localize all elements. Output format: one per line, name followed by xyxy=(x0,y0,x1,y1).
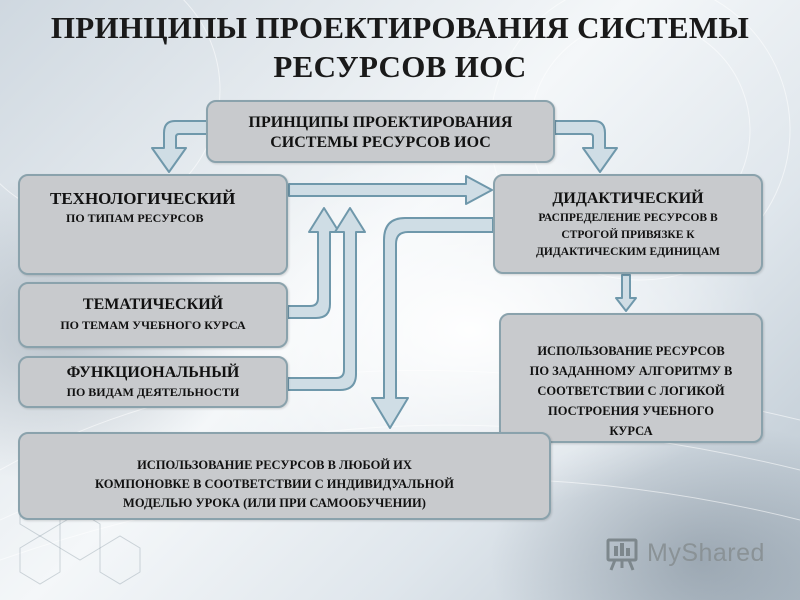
functional-subtitle: ПО ВИДАМ ДЕЯТЕЛЬНОСТИ xyxy=(66,385,240,399)
logo-text: MyShared xyxy=(647,539,765,567)
didactic-line-2: СТРОГОЙ ПРИВЯЗКЕ К xyxy=(561,229,695,241)
arrow-functional-up xyxy=(287,207,366,391)
slide-title-line-2: РЕСУРСОВ ИОС xyxy=(273,49,527,84)
technological-subtitle: ПО ТИПАМ РЕСУРСОВ xyxy=(66,211,204,225)
slide-title-line-1: ПРИНЦИПЫ ПРОЕКТИРОВАНИЯ СИСТЕМЫ xyxy=(50,10,750,45)
thematic-title: ТЕМАТИЧЕСКИЙ xyxy=(82,296,224,313)
myshared-logo[interactable]: MyShared xyxy=(605,535,775,575)
algorithm-use-line-1: ИСПОЛЬЗОВАНИЕ РЕСУРСОВ xyxy=(537,344,725,358)
root-principles-box: ПРИНЦИПЫ ПРОЕКТИРОВАНИЯ СИСТЕМЫ РЕСУРСОВ… xyxy=(206,100,555,163)
didactic-line-3: ДИДАКТИЧЕСКИМ ЕДИНИЦАМ xyxy=(536,246,720,258)
slide-title: ПРИНЦИПЫ ПРОЕКТИРОВАНИЯ СИСТЕМЫ РЕСУРСОВ… xyxy=(0,8,800,86)
algorithm-use-line-2: ПО ЗАДАННОМУ АЛГОРИТМУ В xyxy=(529,364,733,378)
didactic-principle-box: ДИДАКТИЧЕСКИЙ РАСПРЕДЕЛЕНИЕ РЕСУРСОВ В С… xyxy=(493,174,763,274)
root-principles-line-2: СИСТЕМЫ РЕСУРСОВ ИОС xyxy=(270,134,491,151)
presentation-board-icon xyxy=(606,538,638,571)
algorithm-use-line-4: ПОСТРОЕНИЯ УЧЕБНОГО xyxy=(548,404,714,418)
technological-principle-box: ТЕХНОЛОГИЧЕСКИЙ ПО ТИПАМ РЕСУРСОВ xyxy=(18,174,288,275)
functional-title: ФУНКЦИОНАЛЬНЫЙ xyxy=(66,364,240,381)
arrow-didactic-to-any-use xyxy=(371,217,494,429)
arrow-root-to-technological xyxy=(151,120,208,173)
arrow-root-to-didactic xyxy=(554,120,618,173)
didactic-line-1: РАСПРЕДЕЛЕНИЕ РЕСУРСОВ В xyxy=(538,212,718,224)
root-principles-line-1: ПРИНЦИПЫ ПРОЕКТИРОВАНИЯ xyxy=(248,114,513,131)
any-use-box: ИСПОЛЬЗОВАНИЕ РЕСУРСОВ В ЛЮБОЙ ИХ КОМПОН… xyxy=(18,432,551,520)
technological-title: ТЕХНОЛОГИЧЕСКИЙ xyxy=(50,189,236,208)
thematic-principle-box: ТЕМАТИЧЕСКИЙ ПО ТЕМАМ УЧЕБНОГО КУРСА xyxy=(18,282,288,348)
didactic-title: ДИДАКТИЧЕСКИЙ xyxy=(552,190,704,207)
algorithm-use-box: ИСПОЛЬЗОВАНИЕ РЕСУРСОВ ПО ЗАДАННОМУ АЛГО… xyxy=(499,313,763,443)
arrow-didactic-to-algorithm xyxy=(615,274,637,312)
arrow-thematic-up xyxy=(287,207,340,319)
thematic-subtitle: ПО ТЕМАМ УЧЕБНОГО КУРСА xyxy=(60,318,246,332)
any-use-line-2: КОМПОНОВКЕ В СООТВЕТСТВИИ С ИНДИВИДУАЛЬН… xyxy=(95,477,454,491)
any-use-line-1: ИСПОЛЬЗОВАНИЕ РЕСУРСОВ В ЛЮБОЙ ИХ xyxy=(137,458,412,472)
any-use-line-3: МОДЕЛЬЮ УРОКА (ИЛИ ПРИ САМООБУЧЕНИИ) xyxy=(123,496,426,510)
functional-principle-box: ФУНКЦИОНАЛЬНЫЙ ПО ВИДАМ ДЕЯТЕЛЬНОСТИ xyxy=(18,356,288,408)
algorithm-use-line-3: СООТВЕТСТВИИ С ЛОГИКОЙ xyxy=(537,384,725,398)
arrow-technological-to-didactic xyxy=(288,175,493,205)
algorithm-use-line-5: КУРСА xyxy=(609,424,653,438)
